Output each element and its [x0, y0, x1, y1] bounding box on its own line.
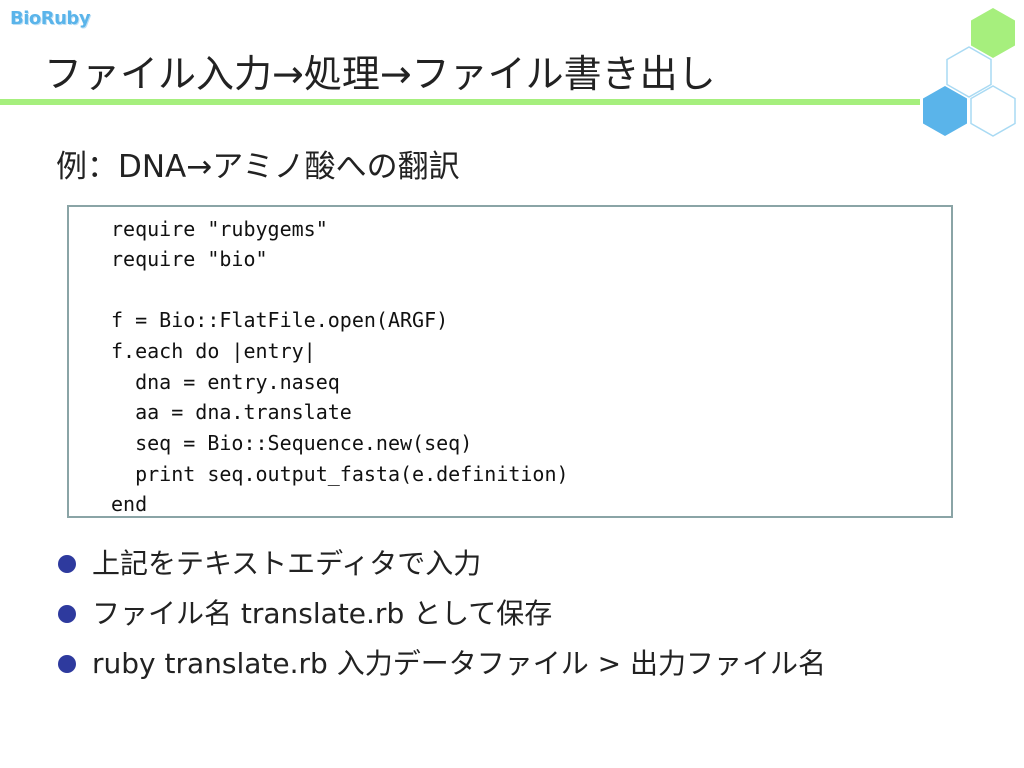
code-block: require "rubygems" require "bio" f = Bio…: [67, 205, 953, 518]
bioruby-logo: BioRuby: [10, 8, 91, 29]
bullet-dot-icon: [58, 555, 76, 573]
code-line: require "rubygems": [111, 217, 328, 241]
code-line: aa = dna.translate: [111, 400, 352, 424]
hexagon-green-icon: [971, 8, 1015, 58]
code-line: end: [111, 492, 148, 516]
bullet-dot-icon: [58, 605, 76, 623]
bullet-dot-icon: [58, 655, 76, 673]
hexagon-outline-icon: [970, 85, 1016, 137]
slide-title: ファイル入力→処理→ファイル書き出し: [44, 52, 716, 96]
list-item-text: 上記をテキストエディタで入力: [92, 547, 482, 580]
hexagon-blue-icon: [923, 86, 967, 136]
code-line: f = Bio::FlatFile.open(ARGF): [111, 308, 449, 332]
code-line: f.each do |entry|: [111, 339, 316, 363]
title-divider: [0, 99, 920, 105]
slide-subtitle: 例：DNA→アミノ酸への翻訳: [56, 149, 460, 185]
hexagon-cluster-icon: [923, 8, 1016, 137]
code-line: seq = Bio::Sequence.new(seq): [111, 431, 473, 455]
list-item-text: ファイル名 translate.rb として保存: [92, 597, 553, 630]
code-line: require "bio": [111, 247, 268, 271]
hexagon-outline-icon: [946, 46, 992, 98]
code-line: dna = entry.naseq: [111, 370, 340, 394]
list-item-text: ruby translate.rb 入力データファイル > 出力ファイル名: [92, 647, 826, 680]
code-line: print seq.output_fasta(e.definition): [111, 462, 569, 486]
